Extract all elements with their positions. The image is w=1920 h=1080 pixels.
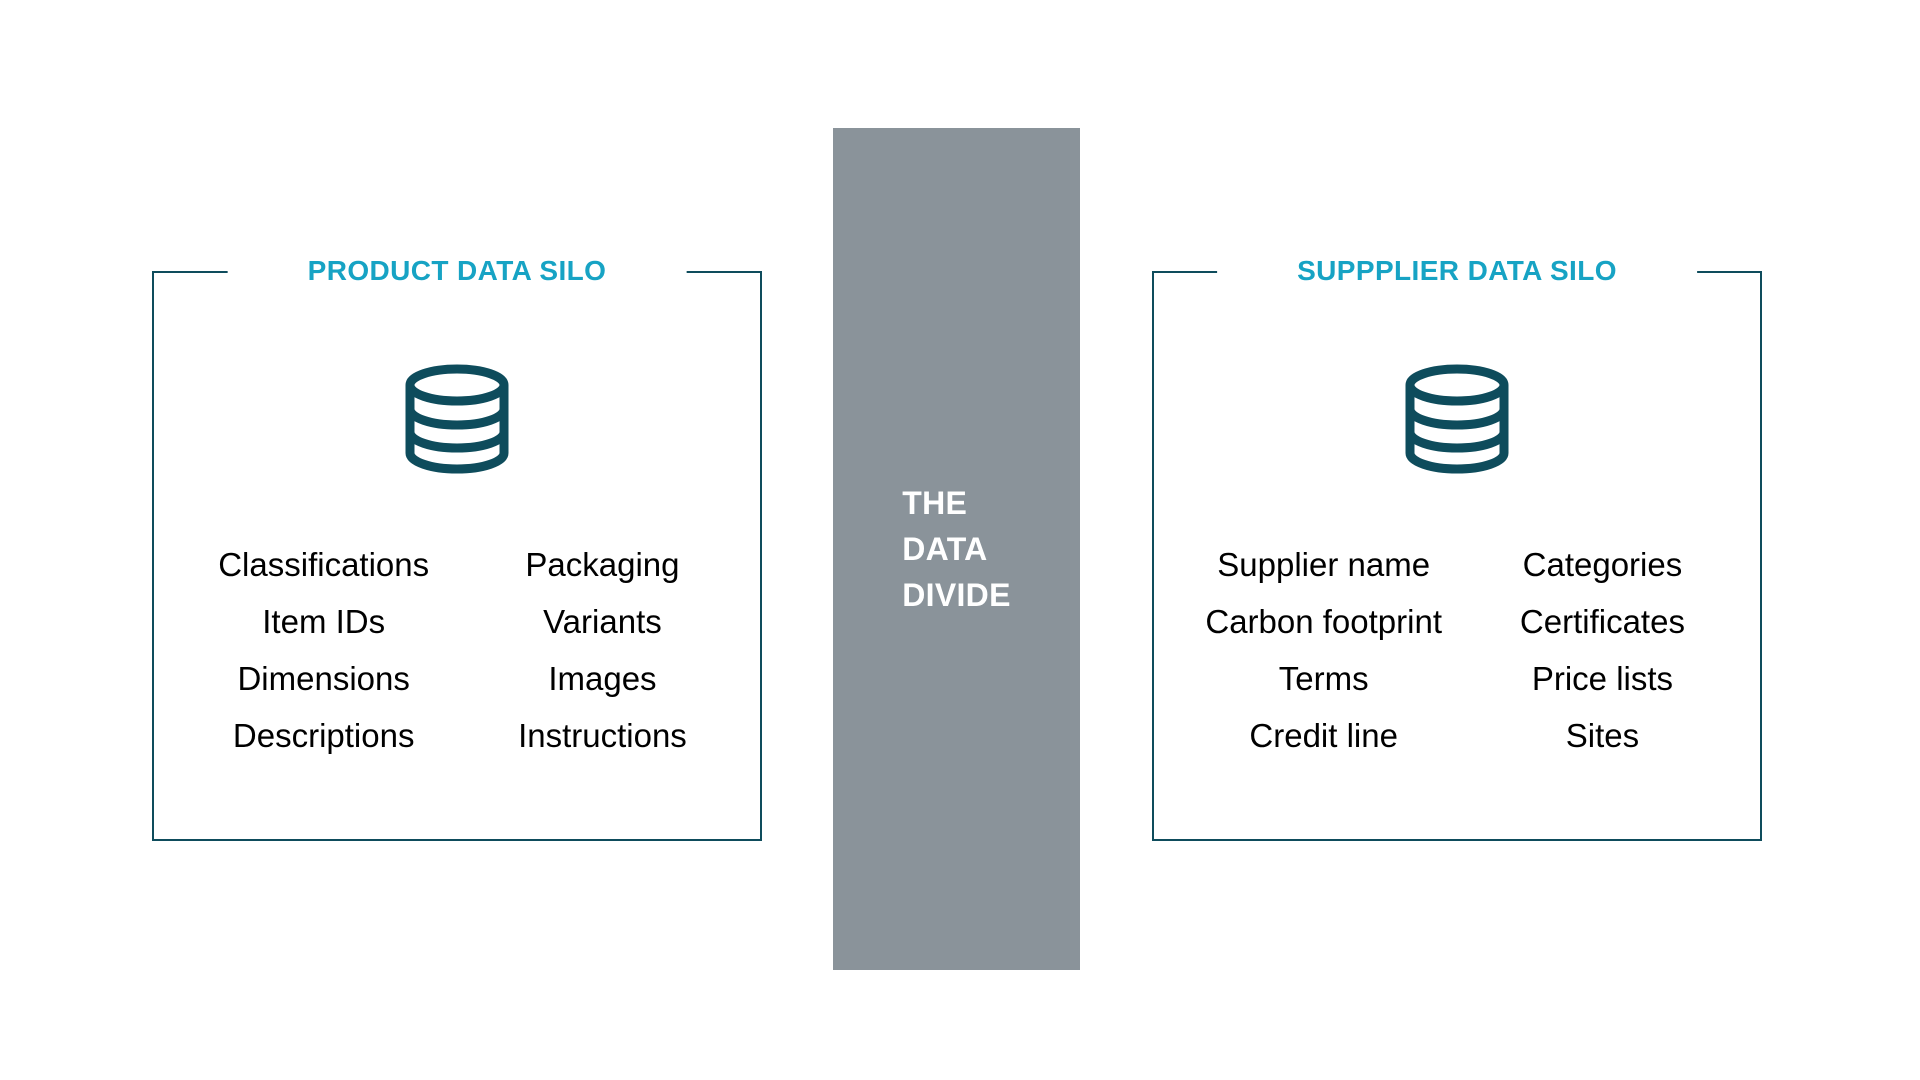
supplier-data-silo-box: SUPPPLIER DATA SILO Supplier name Carbon…	[1152, 254, 1762, 841]
product-silo-title: PRODUCT DATA SILO	[227, 254, 687, 288]
list-item: Certificates	[1519, 603, 1685, 640]
list-item: Supplier name	[1217, 546, 1431, 583]
list-item: Sites	[1565, 717, 1640, 754]
list-item: Images	[548, 660, 657, 697]
divider-line-3: DIVIDE	[902, 577, 1011, 613]
list-item: Credit line	[1249, 717, 1398, 754]
list-item: Classifications	[218, 546, 430, 583]
supplier-silo-items: Supplier name Carbon footprint Terms Cre…	[1154, 536, 1760, 764]
product-silo-column-1: Classifications Item IDs Dimensions Desc…	[154, 536, 493, 764]
list-item: Categories	[1522, 546, 1683, 583]
list-item: Instructions	[518, 717, 687, 754]
database-icon	[1401, 363, 1513, 479]
list-item: Descriptions	[232, 717, 415, 754]
list-item: Dimensions	[237, 660, 410, 697]
list-item: Packaging	[525, 546, 680, 583]
product-silo-items: Classifications Item IDs Dimensions Desc…	[154, 536, 760, 764]
supplier-silo-column-2: Categories Certificates Price lists Site…	[1493, 536, 1711, 764]
supplier-silo-column-1: Supplier name Carbon footprint Terms Cre…	[1154, 536, 1493, 764]
divider-line-1: THE	[902, 485, 968, 521]
list-item: Price lists	[1531, 660, 1674, 697]
supplier-silo-title: SUPPPLIER DATA SILO	[1217, 254, 1697, 288]
list-item: Carbon footprint	[1205, 603, 1442, 640]
list-item: Item IDs	[262, 603, 386, 640]
product-silo-column-2: Packaging Variants Images Instructions	[493, 536, 711, 764]
data-divide-bar: THE DATA DIVIDE	[833, 128, 1080, 970]
divider-line-2: DATA	[902, 531, 988, 567]
data-divide-label: THE DATA DIVIDE	[902, 480, 1011, 618]
list-item: Variants	[543, 603, 662, 640]
database-icon	[401, 363, 513, 479]
list-item: Terms	[1278, 660, 1369, 697]
product-data-silo-box: PRODUCT DATA SILO Classifications Item I…	[152, 254, 762, 841]
